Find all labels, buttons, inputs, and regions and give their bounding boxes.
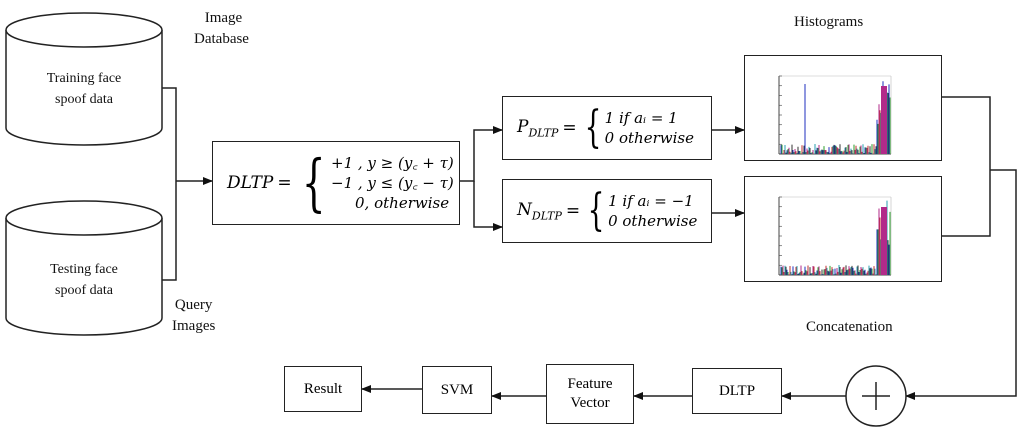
testing-database-text: Testing face spoof data xyxy=(50,262,118,298)
histograms-label: Histograms xyxy=(794,14,864,30)
merge-to-concat-arrow xyxy=(905,169,1017,400)
dltp-formula-box: DLTP = { +1 , y ≥ (y꜀ + τ) −1 , y ≤ (y꜀ … xyxy=(212,141,460,225)
histogram-positive-image xyxy=(778,75,892,155)
p-formula-lhs: PDLTP xyxy=(517,116,559,140)
dltp-split-line xyxy=(460,126,503,182)
histogram-positive-box xyxy=(744,55,942,161)
dltp-formula-lhs: DLTP xyxy=(227,173,274,193)
result-box: Result xyxy=(284,366,362,412)
n-dltp-formula-box: NDLTP = { 1 if aᵢ = −1 0 otherwise xyxy=(502,179,712,243)
histograms-merge-line xyxy=(942,96,991,237)
concatenation-label: Concatenation xyxy=(806,319,893,335)
histogram-bar xyxy=(881,86,887,154)
svm-box: SVM xyxy=(422,366,492,414)
p-case-1: 1 if aᵢ = 1 xyxy=(604,109,678,127)
concatenation-plus-icon xyxy=(845,365,907,427)
training-database-cylinder xyxy=(5,12,163,146)
dltp-case-3: 0, otherwise xyxy=(355,194,450,212)
p-case-2: 0 otherwise xyxy=(604,129,694,147)
training-to-junction-line xyxy=(162,87,177,281)
dltp-case-1: +1 , y ≥ (y꜀ + τ) xyxy=(331,154,454,172)
testing-database-cylinder xyxy=(5,200,163,336)
feature-vector-line-1: Feature xyxy=(567,376,613,392)
dltp-box: DLTP xyxy=(692,368,782,414)
feature-vector-box: Feature Vector xyxy=(546,364,634,424)
dltp-to-n-arrow xyxy=(473,181,503,231)
n-formula-lhs: NDLTP xyxy=(517,199,562,223)
histogram-negative-image xyxy=(778,196,892,276)
p-dltp-formula-box: PDLTP = { 1 if aᵢ = 1 0 otherwise xyxy=(502,96,712,160)
query-images-label: Query Images xyxy=(172,297,216,334)
histogram-bar xyxy=(881,207,887,275)
feature-vector-line-2: Vector xyxy=(570,395,610,411)
n-case-1: 1 if aᵢ = −1 xyxy=(608,192,694,210)
histogram-negative-box xyxy=(744,176,942,282)
image-database-label: Image Database xyxy=(194,10,249,47)
dltp-case-2: −1 , y ≤ (y꜀ − τ) xyxy=(331,174,454,192)
training-database-text: Training face spoof data xyxy=(46,71,122,107)
n-case-2: 0 otherwise xyxy=(608,212,698,230)
